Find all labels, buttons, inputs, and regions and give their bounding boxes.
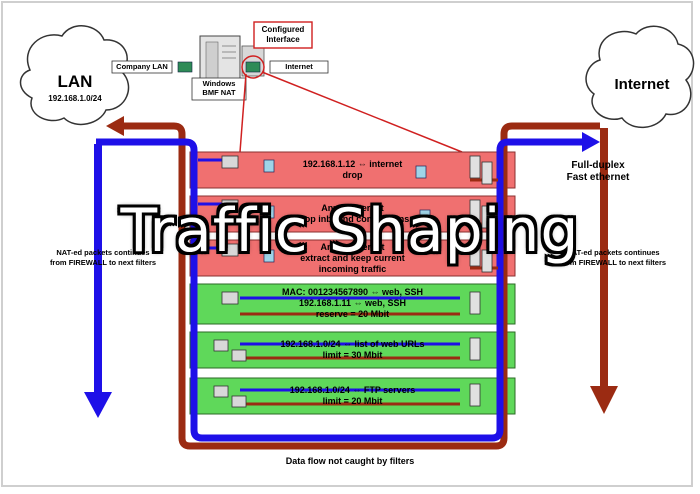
blue-flow	[96, 138, 590, 442]
rule-band-1	[189, 151, 516, 189]
filter-bands	[189, 151, 516, 415]
configured-interface-label: Configured Interface	[261, 25, 305, 44]
computer-icon	[231, 395, 247, 408]
blue-down-arrowhead	[84, 392, 112, 418]
server-icon	[481, 161, 493, 185]
server-icon	[469, 199, 481, 223]
rule-text-5: 192.168.1.0/24 ⇔ list of web URLs limit …	[280, 339, 425, 360]
server-name-box	[191, 77, 247, 101]
configured-interface-highlight	[241, 55, 265, 79]
server-icon	[469, 291, 481, 315]
company-lan-label-box	[111, 60, 173, 74]
rule-text-1: 192.168.1.12 ⇔ internet drop	[302, 159, 403, 180]
lan-cloud	[19, 25, 130, 126]
lan-title: LAN	[57, 72, 93, 91]
server-icon	[469, 337, 481, 361]
recycle-bin-icon	[415, 165, 427, 179]
rule-text-2: Any ⇐ internet drop inbound connections	[295, 203, 410, 224]
brown-side-shaft	[600, 128, 608, 390]
overlay-title: Traffic Shaping	[120, 196, 580, 266]
zoom-line-left	[239, 73, 247, 153]
internet-label-box	[269, 60, 329, 74]
lan-subnet: 192.168.1.0/24	[48, 94, 102, 103]
internet-link-label: Full-duplex Fast ethernet	[566, 160, 630, 183]
server-icon	[469, 383, 481, 407]
recycle-bin-icon	[263, 205, 275, 219]
server-icon	[481, 249, 493, 273]
rule-text-3: Any ⇔ internet extract and keep current …	[300, 242, 405, 274]
computer-icon	[221, 155, 239, 169]
computer-icon	[221, 291, 239, 305]
company-lan-nic-icon	[177, 61, 193, 73]
rule-band-2	[189, 195, 516, 233]
rule-band-3	[189, 239, 516, 277]
server-name-label: Windows BMF NAT	[202, 79, 236, 97]
internet-server-icons	[469, 155, 493, 407]
server-icon	[469, 155, 481, 179]
recycle-bin-icon	[419, 209, 431, 223]
rule-text-6: 192.168.1.0/24 ⇔ FTP servers limit = 20 …	[289, 385, 416, 406]
internet-cloud	[585, 25, 695, 128]
server-icon	[481, 205, 493, 229]
internet-port-label: Internet	[285, 62, 313, 71]
bottom-note: Data flow not caught by filters	[285, 456, 415, 466]
recycle-bin-icon	[263, 159, 275, 173]
internet-title: Internet	[614, 76, 670, 93]
right-side-note: NAT-ed packets continues from FIREWALL t…	[559, 248, 667, 267]
lan-computer-icons	[213, 155, 247, 408]
left-side-note: NAT-ed packets continues from FIREWALL t…	[49, 248, 157, 267]
company-lan-label: Company LAN	[116, 62, 168, 71]
rule-text-4: MAC: 001234567890 ⇔ web, SSH 192.168.1.1…	[281, 287, 424, 319]
internet-nic-icon	[245, 61, 261, 73]
brown-arrowhead-lan	[106, 116, 124, 136]
server-icon	[469, 243, 481, 267]
brown-down-arrowhead	[590, 386, 618, 414]
blue-arrowhead-internet	[582, 132, 600, 152]
computer-icon	[221, 243, 239, 257]
recycle-bin-icon	[263, 249, 275, 263]
configured-interface-box	[253, 21, 313, 49]
zoom-line-right	[261, 71, 463, 153]
blue-side-shaft	[94, 144, 102, 394]
computer-icon	[213, 339, 229, 352]
rule-band-4	[189, 283, 516, 325]
computer-icon	[221, 199, 239, 213]
computer-icon	[231, 349, 247, 362]
band-flow-arrows	[198, 158, 498, 406]
drop-bin-icons	[263, 159, 431, 263]
computer-icon	[213, 385, 229, 398]
brown-flow	[120, 122, 600, 450]
